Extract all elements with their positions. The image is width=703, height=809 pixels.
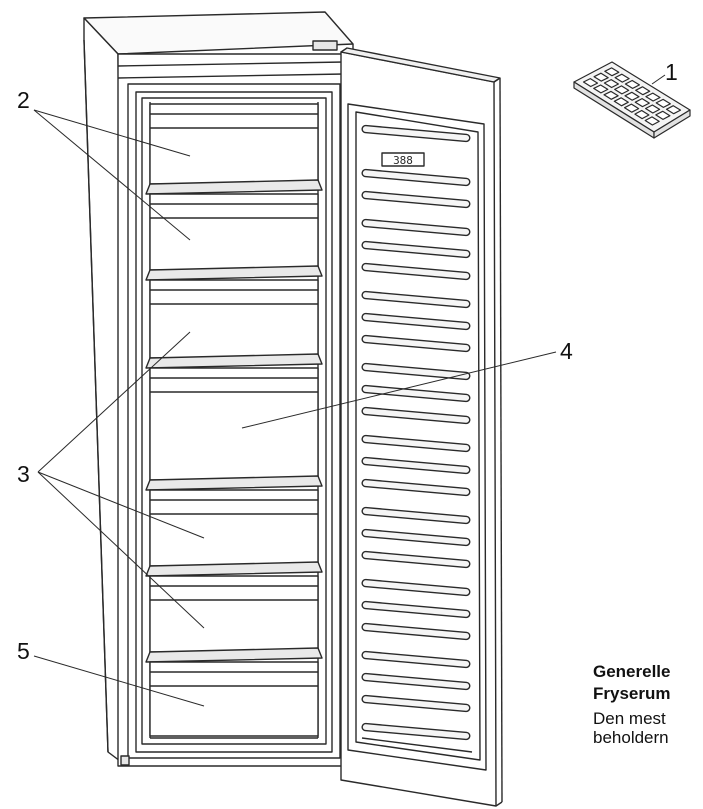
ice-tray <box>573 61 691 139</box>
door-display-readout: 388 <box>393 154 413 167</box>
door-ridge <box>361 384 471 403</box>
ice-tray-cell <box>624 79 641 90</box>
freezer-door: 388 <box>340 47 503 807</box>
drawer-2 <box>145 193 323 281</box>
body-line-2: beholdern <box>593 728 669 747</box>
freezer-space-open <box>145 367 323 491</box>
ice-tray-cell <box>645 92 661 102</box>
leader-1 <box>651 74 666 85</box>
ice-tray-cell <box>613 97 629 107</box>
door-ridge <box>361 650 471 669</box>
drawer-3 <box>145 279 323 369</box>
ice-tray-cell <box>614 73 630 83</box>
drawer-4 <box>145 489 323 577</box>
callout-5: 5 <box>17 638 30 664</box>
heading-line-2: Fryserum <box>593 684 671 703</box>
door-ridge <box>361 190 471 209</box>
door-ridge <box>361 600 471 619</box>
door-ridge <box>361 334 471 353</box>
callout-1: 1 <box>665 59 678 85</box>
ice-tray-cell <box>635 86 651 96</box>
door-ridge <box>361 124 471 143</box>
door-bottom-ledge <box>361 737 473 753</box>
door-ridge <box>361 312 471 331</box>
door-ridge <box>361 168 471 187</box>
hinge-top <box>312 40 338 51</box>
callout-4: 4 <box>560 338 573 364</box>
ice-tray-cell <box>644 116 660 126</box>
ice-tray-cells <box>582 67 682 126</box>
ice-tray-cell <box>624 91 640 101</box>
door-ridge <box>361 218 471 237</box>
ice-tray-cell <box>634 97 650 108</box>
door-ridge <box>361 528 471 547</box>
freezer-cabinet <box>83 11 354 767</box>
callout-2: 2 <box>17 87 30 113</box>
door-ridge <box>361 362 471 381</box>
ice-tray-cell <box>604 67 620 77</box>
leader-3c <box>37 471 205 629</box>
door-inner-liner <box>355 111 481 761</box>
ice-tray-cell <box>623 103 640 113</box>
door-ridges <box>361 124 473 753</box>
body-line-1: Den mest <box>593 709 666 728</box>
leader-2a <box>33 109 191 157</box>
door-ridge <box>361 722 471 741</box>
ice-tray-cell <box>665 105 682 115</box>
drawer-5 <box>145 575 323 663</box>
door-ridge <box>361 672 471 691</box>
door-ridge <box>361 550 471 569</box>
door-ridge <box>361 622 471 641</box>
door-ridge <box>361 406 471 425</box>
leader-3b <box>37 471 205 539</box>
ice-tray-cell <box>655 110 671 121</box>
door-ridge <box>361 262 471 281</box>
door-ridge <box>361 478 471 497</box>
door-ridge <box>361 578 471 597</box>
foot-left <box>120 755 130 766</box>
drawer-bottom <box>149 661 319 737</box>
door-ridge <box>361 456 471 475</box>
ice-tray-cell <box>614 85 630 95</box>
ice-tray-cell <box>593 72 609 82</box>
leader-5 <box>33 655 205 707</box>
ice-tray-cell <box>582 77 599 88</box>
door-ridge <box>361 434 471 453</box>
cabinet-left-side <box>83 17 125 765</box>
heading-line-1: Generelle <box>593 662 671 681</box>
door-ridge <box>361 506 471 525</box>
leader-2b <box>33 109 191 241</box>
door-display-panel <box>381 152 425 167</box>
door-ridge <box>361 290 471 309</box>
callout-3: 3 <box>17 461 30 487</box>
ice-tray-cell <box>603 78 620 89</box>
leader-3a <box>37 331 191 473</box>
door-gasket <box>347 103 487 771</box>
callout-leaders <box>33 74 666 707</box>
ice-tray-cell <box>634 109 650 120</box>
ice-tray-cell <box>655 98 671 109</box>
leader-4 <box>241 351 557 429</box>
drawer-1 <box>145 103 323 195</box>
door-ridge <box>361 694 471 713</box>
ice-tray-cell <box>603 90 619 100</box>
ice-tray-cell <box>593 84 609 94</box>
ice-tray-cell <box>644 104 661 114</box>
door-ridge <box>361 240 471 259</box>
